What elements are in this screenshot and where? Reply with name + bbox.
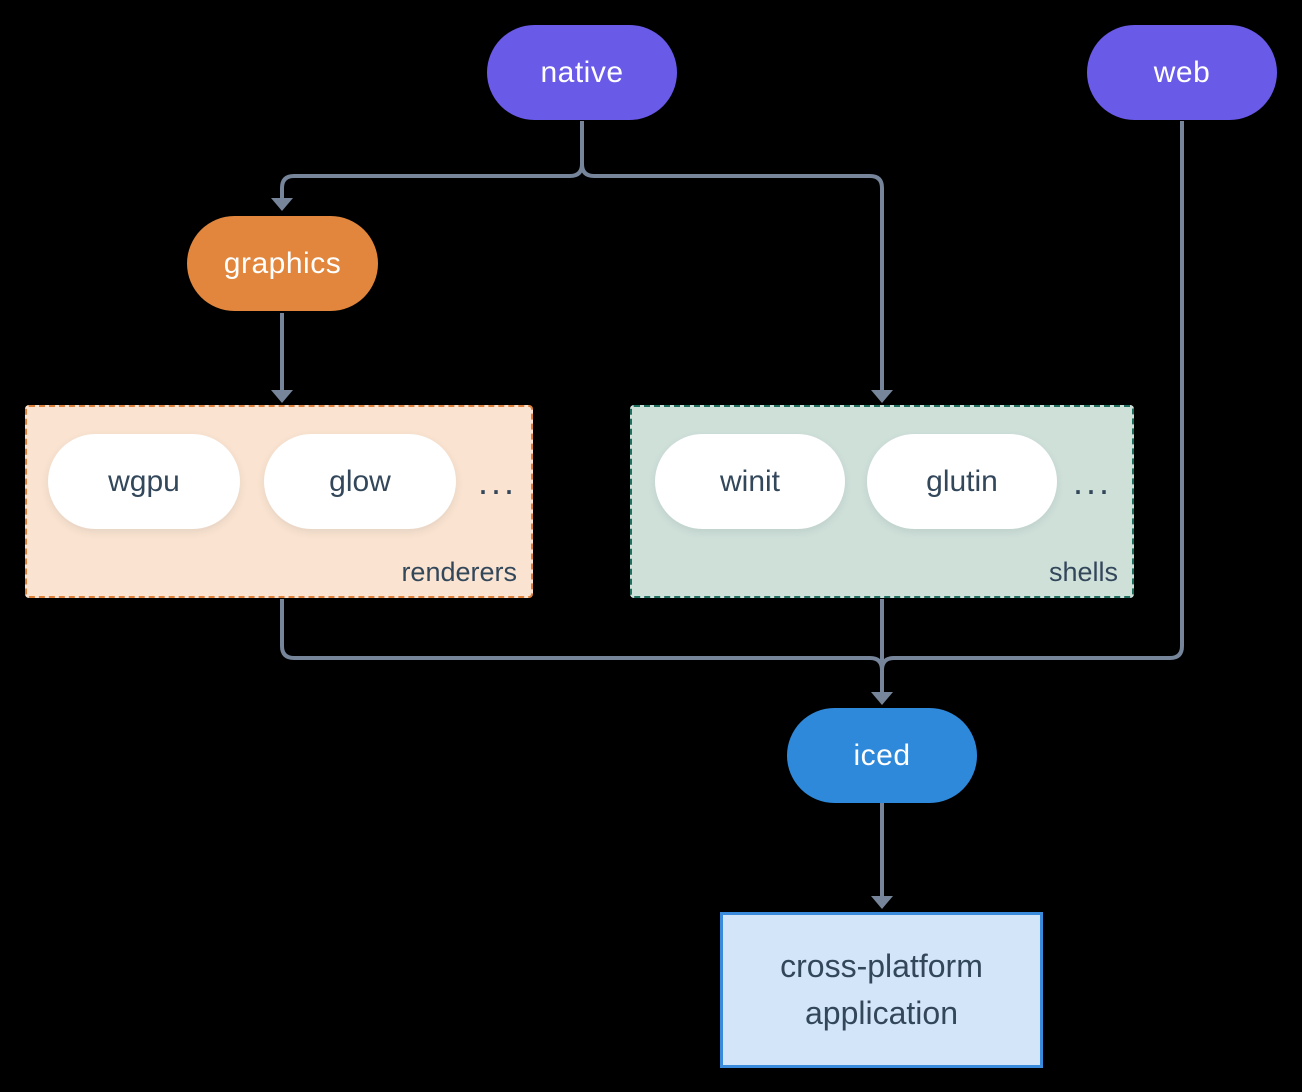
arrowhead-into-shells [871, 390, 893, 403]
node-web: web [1087, 25, 1277, 120]
renderers-ellipsis: ... [477, 460, 517, 502]
node-glow: glow [264, 434, 456, 529]
node-graphics: graphics [187, 216, 378, 311]
arrowhead-into-iced [871, 692, 893, 705]
arrowhead-into-renderers [271, 390, 293, 403]
shells-group-label: shells [1048, 557, 1118, 587]
shells-ellipsis: ... [1072, 460, 1112, 502]
node-glutin-label: glutin [926, 464, 998, 498]
node-graphics-label: graphics [223, 246, 342, 280]
renderers-group-label: renderers [401, 557, 517, 587]
arrowhead-into-graphics [271, 198, 293, 211]
node-wgpu-label: wgpu [108, 464, 180, 498]
edge-native-to-shells [580, 121, 884, 391]
node-wgpu: wgpu [48, 434, 240, 529]
node-native: native [487, 25, 677, 120]
group-shells: winit glutin ... shells [630, 405, 1134, 598]
node-web-label: web [1153, 55, 1211, 89]
node-iced-label: iced [853, 738, 911, 772]
group-renderers: wgpu glow ... renderers [25, 405, 533, 598]
node-native-label: native [540, 55, 624, 89]
node-glow-label: glow [329, 464, 391, 498]
application-label-line1: cross-platform [780, 948, 983, 984]
edge-renderers-to-iced [280, 599, 884, 692]
node-winit: winit [655, 434, 845, 529]
node-winit-label: winit [719, 464, 780, 498]
node-glutin: glutin [867, 434, 1057, 529]
node-cross-platform-application: cross-platform application [720, 912, 1043, 1068]
application-label-line2: application [805, 995, 958, 1031]
edge-native-to-graphics [280, 121, 584, 200]
arrowhead-into-application [871, 896, 893, 909]
node-iced: iced [787, 708, 977, 803]
